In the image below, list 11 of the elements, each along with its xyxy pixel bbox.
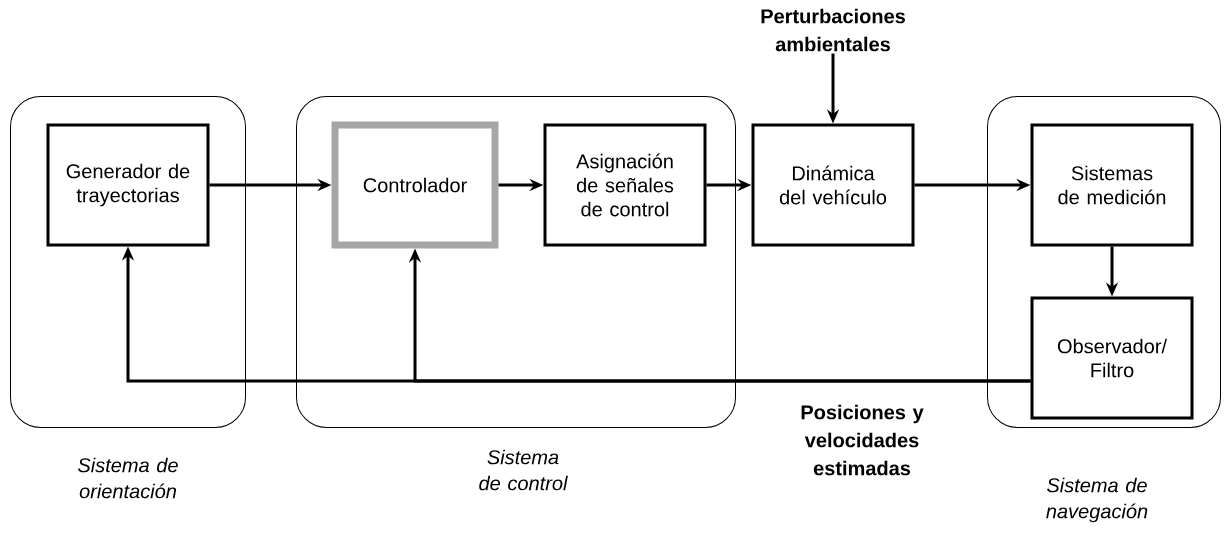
process-box: Asignación de señales de control xyxy=(543,123,707,247)
input-label: Perturbaciones ambientales xyxy=(761,8,905,52)
process-box: Observador/ Filtro xyxy=(1030,296,1194,420)
process-box: Generador de trayectorias xyxy=(46,123,210,247)
process-box: Sistemas de medición xyxy=(1030,123,1194,247)
signal-label: Posiciones y velocidades estimadas xyxy=(801,404,924,476)
process-box: Dinámica del vehículo xyxy=(751,123,915,247)
group-caption: Sistema de orientación xyxy=(78,457,178,499)
group-caption: Sistema de control xyxy=(479,449,568,491)
group-caption: Sistema de navegación xyxy=(1046,477,1148,523)
process-box: Controlador xyxy=(331,121,499,249)
